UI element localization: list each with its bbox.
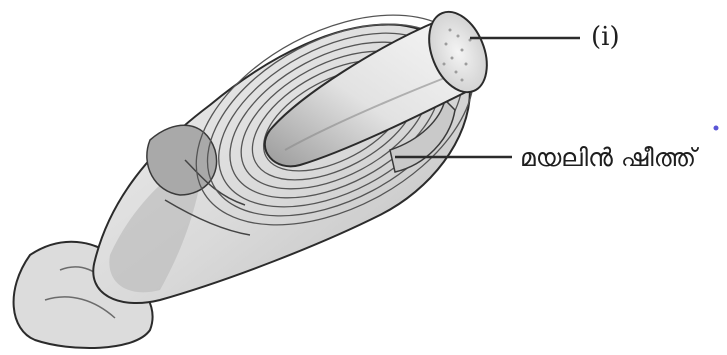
envelope-pocket [147,125,217,195]
myelin-sheath-label: മയലിൻ ഷീത്ത് [520,145,696,170]
accent-dot [714,126,719,131]
axon-label: (i) [591,24,620,50]
